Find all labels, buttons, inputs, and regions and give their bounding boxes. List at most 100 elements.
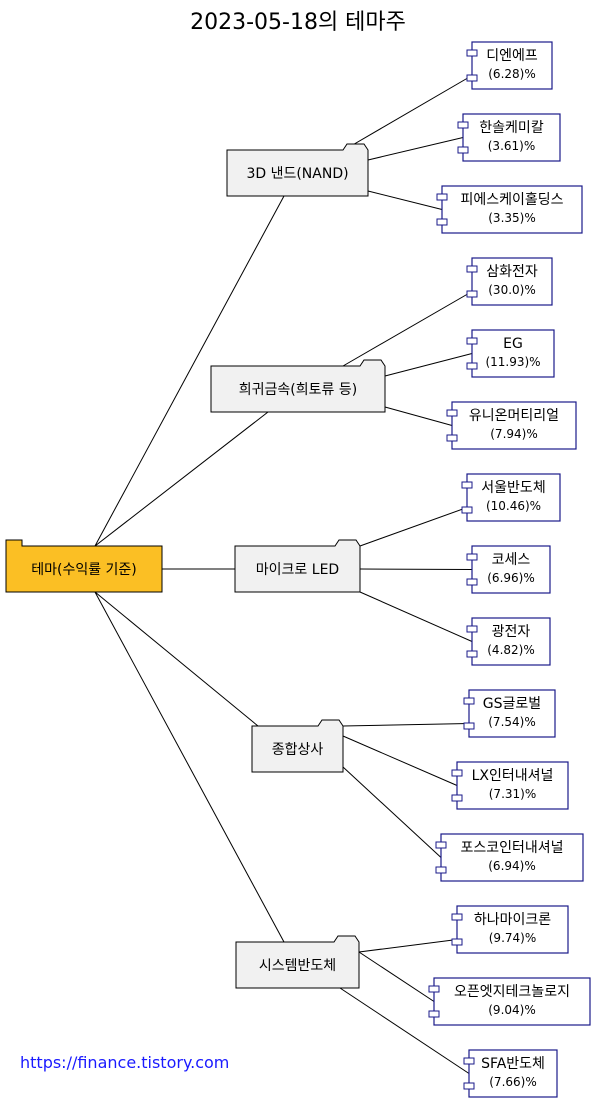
stock-name-2-2: 광전자 bbox=[492, 624, 531, 640]
stock-node-1-0-box bbox=[471, 257, 553, 306]
stock-node-3-1-box bbox=[456, 761, 569, 810]
stock-node-2-1-box bbox=[471, 545, 551, 594]
stock-name-4-0: 하나마이크론 bbox=[474, 912, 551, 928]
stock-name-1-2: 유니온머티리얼 bbox=[469, 408, 559, 424]
stock-return-1-1: (11.93)% bbox=[485, 355, 540, 369]
stock-node-1-0-port-top bbox=[466, 265, 478, 273]
stock-node-3-1-port-bottom bbox=[451, 794, 463, 802]
root-label: 테마(수익률 기준) bbox=[31, 562, 137, 578]
stock-node-0-2-box bbox=[441, 185, 583, 234]
stock-node-4-0-port-top bbox=[451, 913, 463, 921]
stock-node-3-0-box bbox=[468, 689, 556, 738]
stock-node-0-1-port-top bbox=[457, 121, 469, 129]
stock-return-2-2: (4.82)% bbox=[487, 643, 534, 657]
stock-node-4-0-box bbox=[456, 905, 569, 954]
theme-label-4: 시스템반도체 bbox=[259, 958, 336, 974]
stock-node-4-1-box bbox=[433, 977, 591, 1026]
stock-node-2-0-port-top bbox=[461, 481, 473, 489]
stock-return-4-1: (9.04)% bbox=[488, 1003, 535, 1017]
stock-node-3-1-port-top bbox=[451, 769, 463, 777]
stock-name-3-1: LX인터내셔널 bbox=[472, 768, 554, 784]
stock-return-3-0: (7.54)% bbox=[488, 715, 535, 729]
stock-return-4-0: (9.74)% bbox=[489, 931, 536, 945]
theme-node-0 bbox=[226, 143, 369, 197]
stock-name-0-0: 디엔에프 bbox=[486, 48, 538, 64]
root-node-shape bbox=[5, 539, 163, 593]
stock-return-0-0: (6.28)% bbox=[488, 67, 535, 81]
stock-node-1-2-port-top bbox=[446, 409, 458, 417]
stock-node-3-2-box bbox=[440, 833, 584, 882]
stock-name-4-1: 오픈엣지테크놀로지 bbox=[454, 984, 570, 1000]
theme-node-3 bbox=[251, 719, 344, 773]
edge-theme-4-stock-0 bbox=[358, 939, 458, 953]
stock-node-2-0-box bbox=[466, 473, 561, 522]
stock-node-2-1-port-bottom bbox=[466, 578, 478, 586]
stock-node-3-0-port-bottom bbox=[463, 722, 475, 730]
stock-node-2-1-port-top bbox=[466, 553, 478, 561]
stock-node-0-0-box bbox=[471, 41, 553, 90]
source-link[interactable]: https://finance.tistory.com bbox=[20, 1053, 230, 1072]
stock-return-2-0: (10.46)% bbox=[486, 499, 541, 513]
stock-node-3-2-port-top bbox=[435, 841, 447, 849]
theme-node-2 bbox=[234, 539, 361, 593]
stock-name-1-1: EG bbox=[503, 336, 523, 352]
edge-theme-1-stock-2 bbox=[384, 406, 453, 426]
edge-theme-0-stock-0 bbox=[343, 75, 473, 151]
stock-node-3-2-port-bottom bbox=[435, 866, 447, 874]
stock-return-3-1: (7.31)% bbox=[489, 787, 536, 801]
theme-label-0: 3D 낸드(NAND) bbox=[246, 166, 348, 182]
theme-node-3-shape bbox=[251, 719, 344, 773]
theme-node-1-shape bbox=[210, 359, 386, 413]
edge-theme-4-stock-2 bbox=[339, 987, 470, 1074]
stock-node-1-1-port-bottom bbox=[466, 362, 478, 370]
stock-node-1-1-box bbox=[471, 329, 555, 378]
connector-lines bbox=[94, 75, 473, 1074]
edge-root-theme-1 bbox=[94, 411, 269, 547]
stock-node-0-2-port-top bbox=[436, 193, 448, 201]
edge-theme-2-stock-0 bbox=[359, 507, 468, 547]
stock-name-1-0: 삼화전자 bbox=[486, 264, 538, 280]
edge-root-theme-0 bbox=[94, 195, 285, 547]
edge-theme-3-stock-1 bbox=[342, 735, 458, 786]
edge-theme-3-stock-0 bbox=[342, 723, 470, 727]
theme-node-2-shape bbox=[234, 539, 361, 593]
stock-node-1-1-port-top bbox=[466, 337, 478, 345]
stock-return-1-0: (30.0)% bbox=[488, 283, 535, 297]
theme-node-4 bbox=[235, 935, 360, 989]
stock-name-3-0: GS글로벌 bbox=[483, 696, 541, 712]
theme-node-4-shape bbox=[235, 935, 360, 989]
theme-node-0-shape bbox=[226, 143, 369, 197]
edge-root-theme-3 bbox=[94, 591, 259, 727]
stock-node-4-0-port-bottom bbox=[451, 938, 463, 946]
edge-theme-4-stock-1 bbox=[358, 951, 435, 1002]
stock-node-0-0-port-bottom bbox=[466, 74, 478, 82]
edge-theme-2-stock-2 bbox=[359, 591, 473, 642]
edge-theme-0-stock-1 bbox=[367, 137, 464, 161]
edge-theme-3-stock-2 bbox=[342, 766, 442, 858]
edge-root-theme-4 bbox=[94, 591, 285, 943]
stock-return-0-1: (3.61)% bbox=[488, 139, 535, 153]
diagram-nodes: 테마(수익률 기준) 3D 낸드(NAND) 디엔에프 (6.28)% 한솔케미칼 (3.… bbox=[5, 41, 591, 1098]
theme-label-2: 마이크로 LED bbox=[256, 562, 339, 578]
stock-node-3-0-port-top bbox=[463, 697, 475, 705]
stock-node-4-2-port-bottom bbox=[463, 1082, 475, 1090]
theme-label-3: 종합상사 bbox=[272, 742, 324, 758]
stock-name-2-0: 서울반도체 bbox=[481, 480, 545, 496]
stock-name-2-1: 코세스 bbox=[492, 552, 531, 568]
stock-return-0-2: (3.35)% bbox=[488, 211, 535, 225]
stock-node-0-2-port-bottom bbox=[436, 218, 448, 226]
stock-node-1-0-port-bottom bbox=[466, 290, 478, 298]
stock-return-3-2: (6.94)% bbox=[488, 859, 535, 873]
stock-node-1-2-box bbox=[451, 401, 577, 450]
stock-node-2-2-box bbox=[471, 617, 551, 666]
stock-name-0-1: 한솔케미칼 bbox=[479, 120, 544, 136]
edge-theme-0-stock-2 bbox=[367, 190, 443, 210]
stock-node-2-2-port-top bbox=[466, 625, 478, 633]
theme-node-1 bbox=[210, 359, 386, 413]
stock-node-4-2-port-top bbox=[463, 1057, 475, 1065]
edge-theme-2-stock-1 bbox=[359, 568, 473, 570]
diagram-title: 2023-05-18의 테마주 bbox=[190, 10, 406, 35]
stock-node-0-0-port-top bbox=[466, 49, 478, 57]
stock-name-0-2: 피에스케이홀딩스 bbox=[460, 192, 563, 208]
